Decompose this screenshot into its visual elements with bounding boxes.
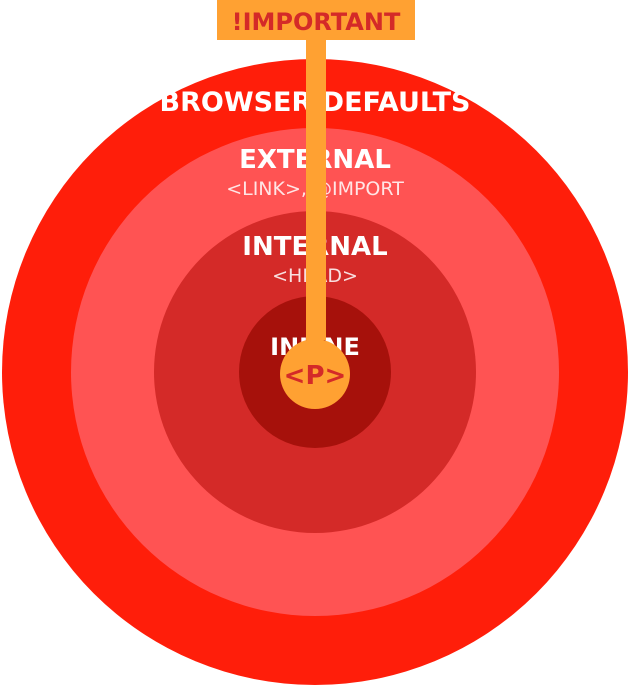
important-pointer-stem (306, 40, 326, 340)
target-element-badge (280, 339, 350, 409)
important-banner (217, 0, 415, 40)
target-element-label: <P> (284, 361, 347, 391)
important-label: !IMPORTANT (232, 8, 401, 36)
